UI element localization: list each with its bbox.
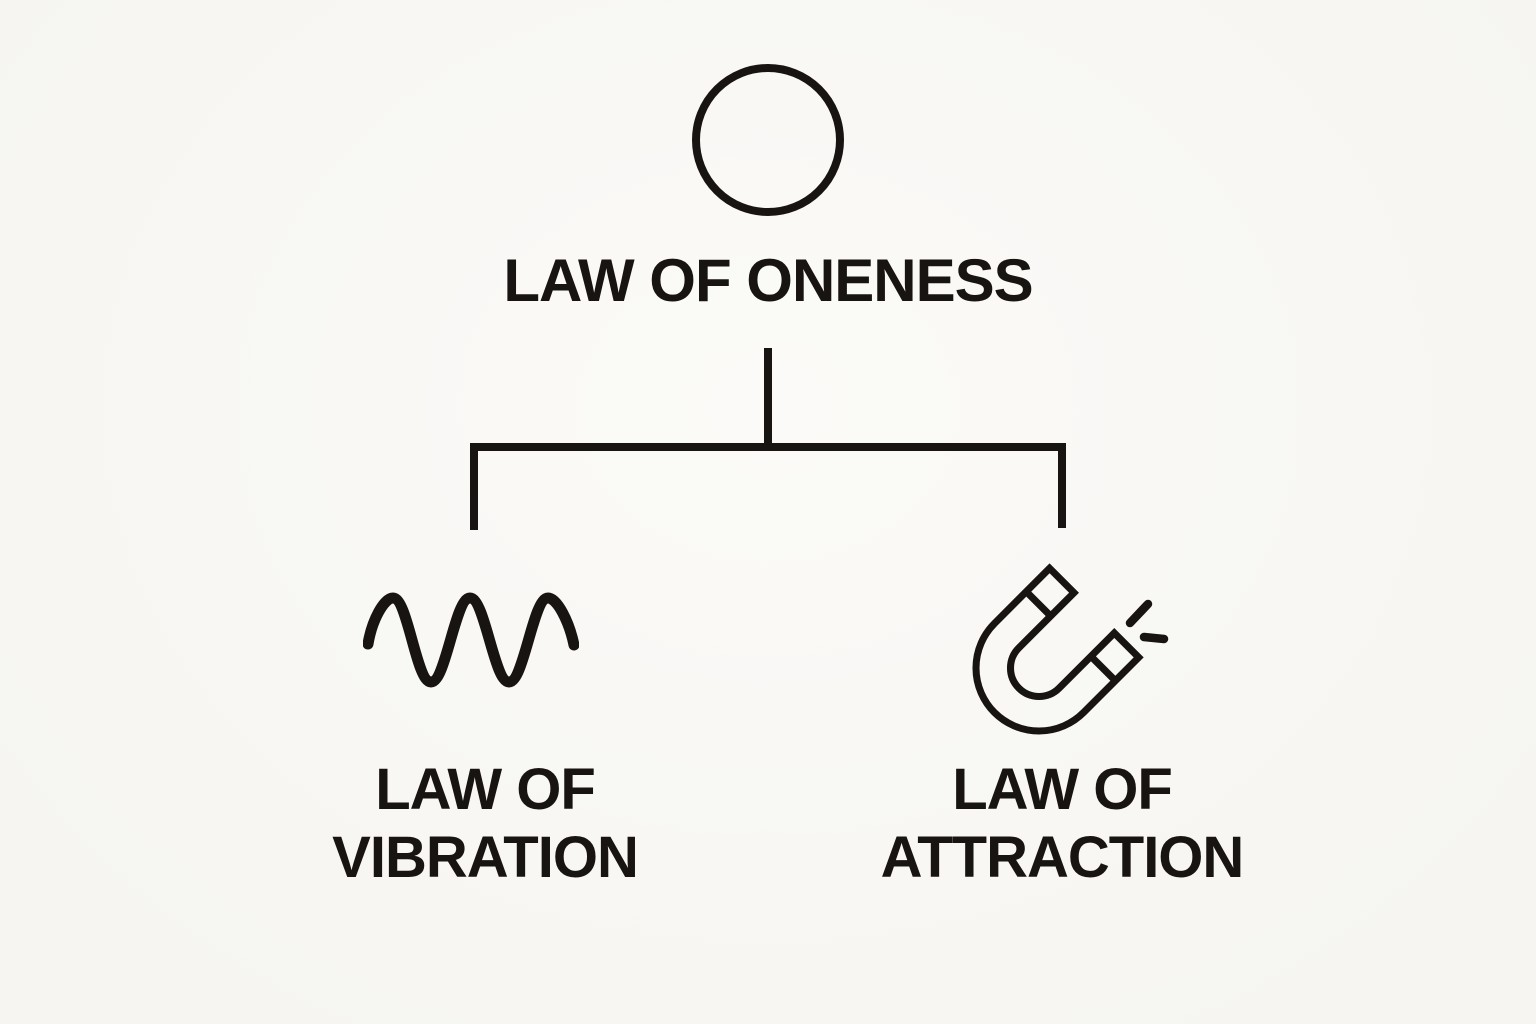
sine-wave-icon — [363, 592, 579, 688]
left-node-label-line1: LAW OF — [375, 757, 596, 822]
circle-icon — [692, 64, 844, 216]
tree-connector-lines — [470, 348, 1066, 530]
right-node-label: LAW OF ATTRACTION — [872, 756, 1252, 892]
right-node-label-line1: LAW OF — [952, 757, 1173, 822]
magnet-icon — [972, 563, 1169, 735]
left-node-label-line2: VIBRATION — [332, 825, 639, 890]
right-node-label-line2: ATTRACTION — [880, 825, 1245, 890]
root-node-label: LAW OF ONENESS — [503, 247, 1033, 314]
attraction-dash-lower — [1139, 632, 1169, 644]
attraction-dash-upper — [1125, 599, 1153, 628]
left-node-label: LAW OF VIBRATION — [295, 756, 675, 892]
